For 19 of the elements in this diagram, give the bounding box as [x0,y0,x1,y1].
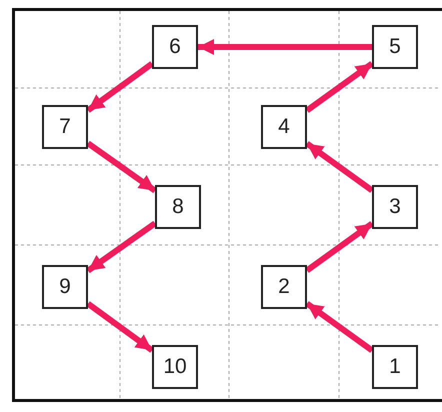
arrow [86,140,157,194]
arrow [86,301,154,353]
number-box: 9 [42,265,88,309]
arrow [305,61,374,113]
arrow [305,221,374,273]
number-box: 6 [152,25,198,69]
arrow [305,301,374,353]
number-box: 10 [152,345,198,389]
arrow [86,61,154,113]
arrow [86,220,157,274]
number-box: 1 [372,345,418,389]
number-box: 8 [155,185,201,229]
number-box: 4 [261,105,307,149]
number-box: 3 [372,185,418,229]
arrow [198,39,372,55]
number-box: 7 [42,105,88,149]
number-box: 5 [372,25,418,69]
arrow [305,141,374,193]
number-box: 2 [261,265,307,309]
